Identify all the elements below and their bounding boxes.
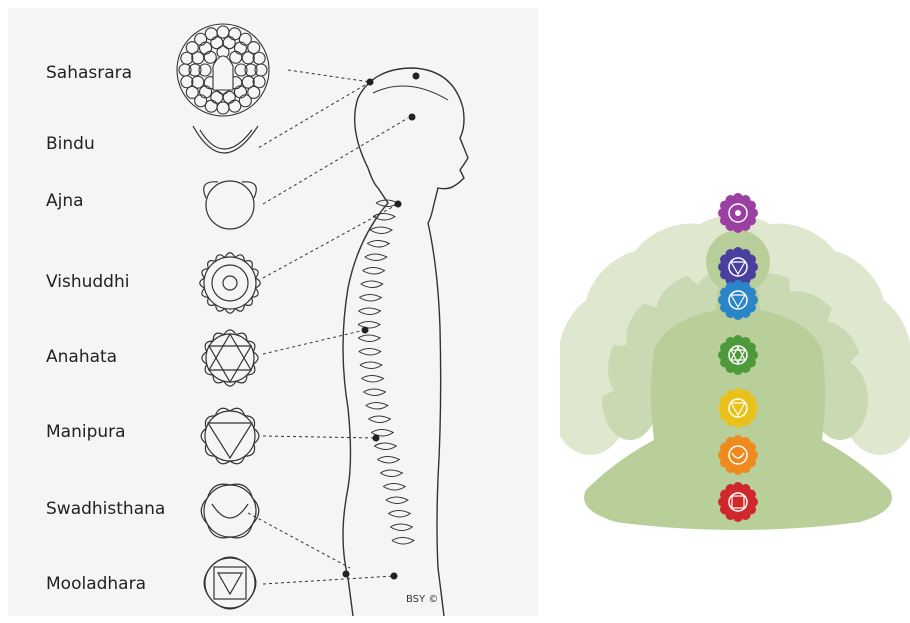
mooladhara-point (391, 573, 398, 580)
connector-lines (248, 70, 408, 584)
anahata-point (362, 327, 369, 334)
vishuddhi-symbol (200, 253, 261, 314)
bindu-point (367, 79, 374, 86)
credit-text: BSY © (406, 594, 438, 605)
vishuddhi-point (395, 201, 402, 208)
chakra-diagram-drawing (8, 8, 538, 616)
swadhisthana-symbol (201, 484, 259, 538)
anahata-symbol (202, 330, 258, 386)
bindu-symbol (193, 126, 258, 153)
chakra-anatomy-diagram: Sahasrara Bindu Ajna Vishuddhi Anahata M… (8, 8, 538, 616)
meditation-chakra-illustration (560, 150, 910, 550)
ajna-symbol (204, 181, 257, 229)
human-figure-outline (343, 68, 468, 616)
sahasrara-point (413, 73, 420, 80)
chakra-points (343, 73, 420, 580)
sahasrara-symbol (177, 24, 269, 116)
label-ajna: Ajna (46, 191, 84, 211)
label-swadhisthana: Swadhisthana (46, 499, 165, 519)
meditation-figure-drawing (560, 150, 910, 550)
manipura-symbol (201, 408, 259, 464)
swadhisthana-point (343, 571, 350, 578)
spine (358, 200, 414, 544)
label-sahasrara: Sahasrara (46, 63, 132, 83)
label-bindu: Bindu (46, 134, 95, 154)
label-anahata: Anahata (46, 347, 117, 367)
ajna-point (409, 114, 416, 121)
mooladhara-symbol (204, 557, 256, 609)
label-mooladhara: Mooladhara (46, 574, 146, 594)
manipura-point (373, 435, 380, 442)
label-vishuddhi: Vishuddhi (46, 272, 129, 292)
label-manipura: Manipura (46, 422, 126, 442)
